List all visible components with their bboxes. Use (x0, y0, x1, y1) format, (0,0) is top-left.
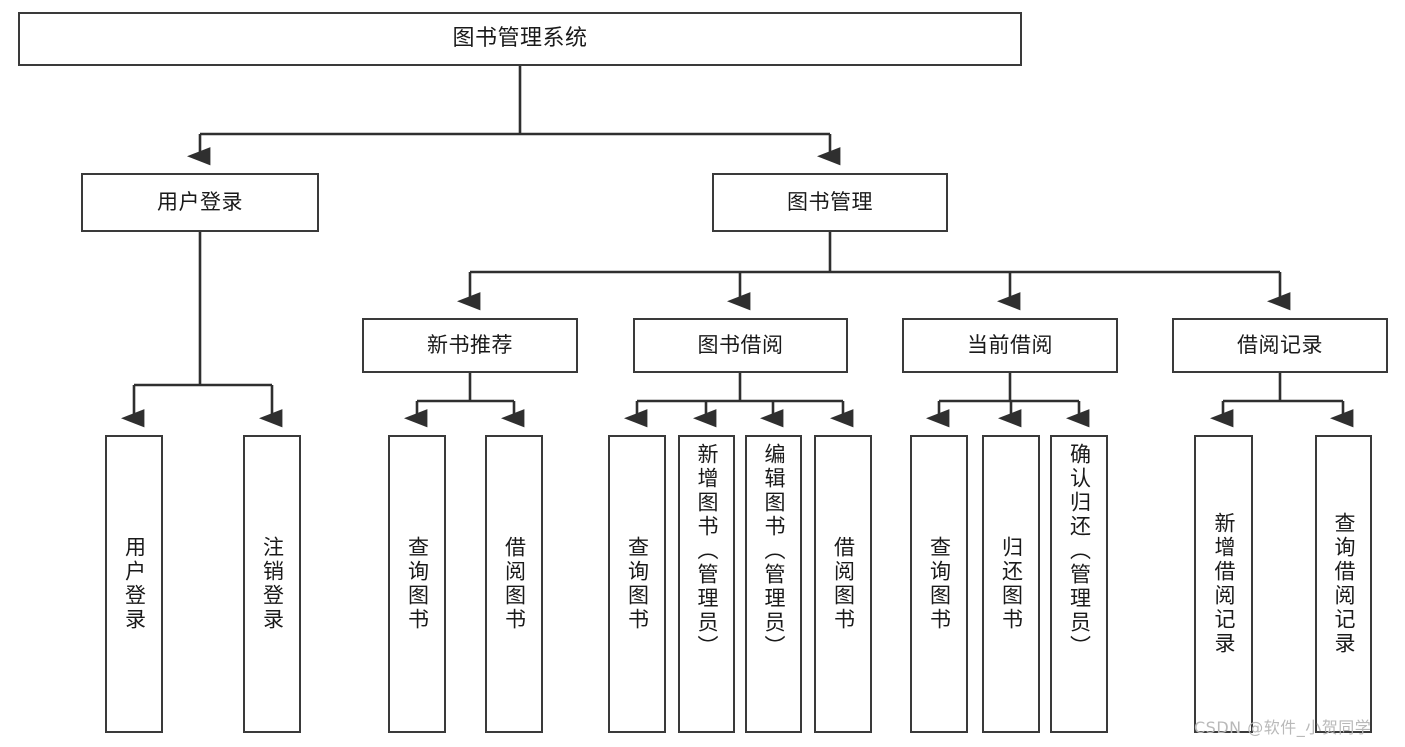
node-leaf-add-record-label: 新增借阅记录 (1212, 512, 1236, 656)
node-leaf-query-book-3-label: 查询图书 (927, 536, 952, 632)
node-leaf-query-book-3[interactable]: 查询图书 (910, 435, 968, 733)
node-leaf-confirm-return-label: 确认归还（管理员） (1067, 443, 1092, 659)
node-book-manage-label: 图书管理 (787, 189, 873, 214)
node-leaf-return-book[interactable]: 归还图书 (982, 435, 1040, 733)
node-leaf-confirm-return[interactable]: 确认归还（管理员） (1050, 435, 1108, 733)
node-leaf-borrow-book-2-label: 借阅图书 (831, 536, 856, 632)
node-borrow-record[interactable]: 借阅记录 (1172, 318, 1388, 373)
node-leaf-add-book-label: 新增图书（管理员） (695, 443, 719, 659)
node-leaf-user-login-label: 用户登录 (122, 536, 147, 632)
node-borrow-record-label: 借阅记录 (1237, 332, 1323, 357)
node-leaf-query-book-2-label: 查询图书 (625, 536, 650, 632)
node-leaf-add-record[interactable]: 新增借阅记录 (1194, 435, 1253, 733)
node-leaf-user-login[interactable]: 用户登录 (105, 435, 163, 733)
csdn-watermark: CSDN @软件_小贺同学 (1194, 718, 1372, 737)
node-new-book-recommend[interactable]: 新书推荐 (362, 318, 578, 373)
node-user-login-label: 用户登录 (157, 189, 243, 214)
node-book-manage[interactable]: 图书管理 (712, 173, 948, 232)
node-leaf-query-record[interactable]: 查询借阅记录 (1315, 435, 1372, 733)
node-current-borrow-label: 当前借阅 (967, 332, 1053, 357)
node-new-book-recommend-label: 新书推荐 (427, 332, 513, 357)
node-leaf-query-book-1-label: 查询图书 (405, 536, 430, 632)
node-leaf-user-logout-label: 注销登录 (260, 536, 285, 632)
node-leaf-user-logout[interactable]: 注销登录 (243, 435, 301, 733)
node-leaf-add-book[interactable]: 新增图书（管理员） (678, 435, 735, 733)
node-leaf-borrow-book-1[interactable]: 借阅图书 (485, 435, 543, 733)
node-current-borrow[interactable]: 当前借阅 (902, 318, 1118, 373)
node-user-login[interactable]: 用户登录 (81, 173, 319, 232)
node-leaf-edit-book[interactable]: 编辑图书（管理员） (745, 435, 802, 733)
node-book-borrow[interactable]: 图书借阅 (633, 318, 848, 373)
node-leaf-return-book-label: 归还图书 (999, 536, 1024, 632)
node-leaf-query-book-2[interactable]: 查询图书 (608, 435, 666, 733)
node-leaf-query-book-1[interactable]: 查询图书 (388, 435, 446, 733)
node-leaf-edit-book-label: 编辑图书（管理员） (762, 443, 786, 659)
node-root[interactable]: 图书管理系统 (18, 12, 1022, 66)
node-leaf-borrow-book-1-label: 借阅图书 (502, 536, 527, 632)
node-leaf-borrow-book-2[interactable]: 借阅图书 (814, 435, 872, 733)
node-root-label: 图书管理系统 (452, 25, 588, 51)
node-leaf-query-record-label: 查询借阅记录 (1332, 512, 1356, 656)
node-book-borrow-label: 图书借阅 (697, 332, 784, 357)
